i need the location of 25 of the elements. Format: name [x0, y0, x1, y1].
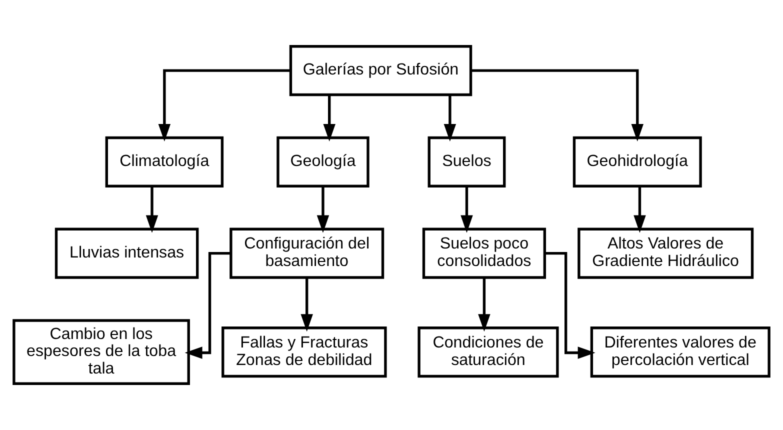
node-box: Altos Valores de Gradiente Hidráulico — [578, 228, 754, 279]
node-box: Condiciones de saturación — [418, 326, 559, 378]
arrow — [470, 69, 644, 142]
arrow — [460, 186, 473, 233]
arrow — [544, 252, 596, 359]
node-box: Climatología — [105, 136, 224, 188]
node-box: Cambio en los espesores de la toba tala — [12, 319, 190, 385]
node-box: Lluvias intensas — [54, 228, 199, 279]
node-box: Configuración del basamiento — [230, 228, 384, 279]
node-box: Suelos — [428, 136, 506, 188]
arrow — [444, 95, 456, 142]
node-box: Fallas y Fracturas Zonas de debilidad — [222, 326, 387, 378]
arrow — [184, 252, 231, 359]
arrow — [478, 278, 490, 332]
node-box: Suelos poco consolidados — [422, 228, 546, 279]
node-box: Galerías por Sufosión — [289, 45, 472, 96]
arrow — [323, 95, 336, 142]
arrow — [316, 186, 330, 233]
node-box: Geohidrología — [572, 136, 702, 188]
arrow — [158, 69, 290, 142]
node-box: Geología — [276, 136, 370, 188]
node-box: Diferentes valores de percolación vertical — [590, 326, 770, 378]
arrow — [300, 278, 313, 332]
arrow — [634, 186, 646, 233]
arrow — [146, 186, 158, 233]
